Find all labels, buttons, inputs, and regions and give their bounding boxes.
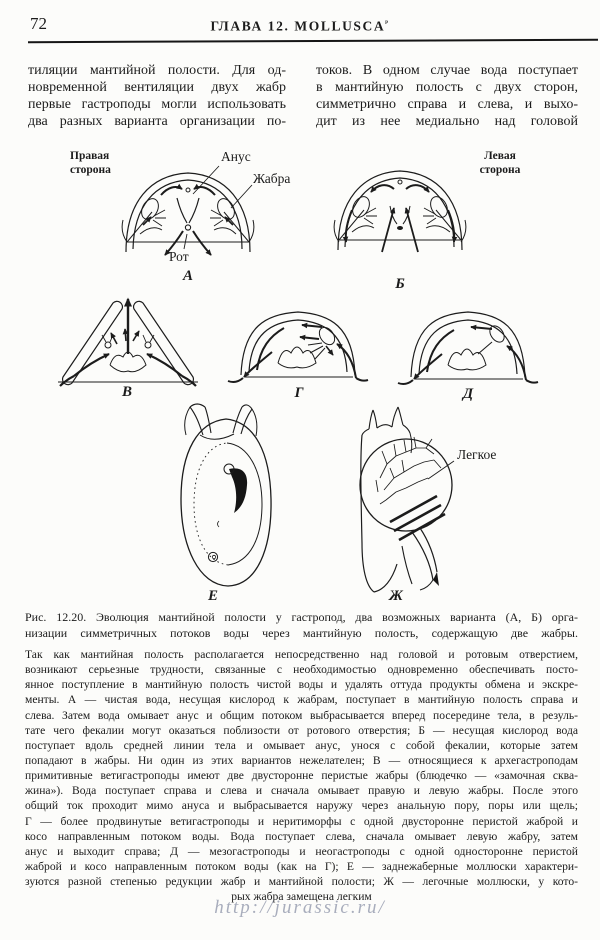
panel-letter-zh: Ж xyxy=(389,588,403,604)
body-line: общий ток проходит мимо ануса и выбрасыв… xyxy=(25,799,578,813)
diagram-g-single-gill-flow xyxy=(227,311,369,383)
body-line: анус и выходит справа; Д — мезогастропод… xyxy=(25,844,578,858)
label-mouth: Рот xyxy=(169,249,189,264)
label-left-side-line2: сторона xyxy=(479,163,521,176)
chapter-title-mark: ᵖ xyxy=(385,18,390,27)
label-lung: Легкое xyxy=(457,447,497,462)
chapter-header: ГЛАВА 12. MOLLUSCAᵖ xyxy=(0,18,600,35)
text-line: дит из нее медиально над головой xyxy=(316,114,578,129)
body-line: тате чего фекалии могут оказаться поблиз… xyxy=(25,723,578,737)
intro-right-column: токов. В одном случае вода поступает в м… xyxy=(316,62,578,130)
diagram-a-mantle-cavity xyxy=(121,165,255,256)
body-line: Так как мантийная полость располагается … xyxy=(25,648,578,661)
label-anus: Анус xyxy=(221,149,251,164)
text-line: тиляции мантийной полости. Для од- xyxy=(28,63,286,78)
text-line: новременной вентиляции двух жабр xyxy=(28,80,286,95)
label-left-side-line1: Левая xyxy=(484,150,516,162)
header-rule xyxy=(27,38,599,44)
diagram-v-tent-gills xyxy=(58,297,198,387)
figure-caption: Рис. 12.20. Эволюция мантийной полости у… xyxy=(25,610,578,641)
chapter-title: ГЛАВА 12. MOLLUSCA xyxy=(210,18,386,34)
panel-letter-a: А xyxy=(182,268,193,284)
text-line: первые гастроподы могли использовать xyxy=(28,97,286,112)
label-right-side-line2: сторона xyxy=(70,163,111,176)
panel-letter-e: Е xyxy=(207,588,218,604)
diagram-e-opisthobranch xyxy=(180,403,272,587)
body-line: жина»). Вода поступает справа и слева и … xyxy=(25,784,578,798)
diagram-b-mantle-cavity xyxy=(333,170,467,253)
panel-letter-b: Б xyxy=(395,276,405,292)
caption-line: низации симметричных потоков воды через … xyxy=(25,625,578,640)
figure-12-20-illustration xyxy=(58,165,539,593)
caption-line: Рис. 12.20. Эволюция мантийной полости у… xyxy=(25,610,578,624)
panel-letter-v: В xyxy=(121,384,132,400)
label-right-side-line1: Правая xyxy=(70,150,110,162)
body-line: менты. А — чистая вода, несущая кислород… xyxy=(25,693,578,707)
body-line: примитивные ветигастроподы имеют две дву… xyxy=(25,769,578,783)
body-line: Г — более продвинутые ветигастроподы и н… xyxy=(25,814,578,828)
panel-letter-d: Д xyxy=(462,386,474,402)
text-line: в мантийную полость с двух сторон, xyxy=(316,80,578,95)
text-line: два разных варианта организации по- xyxy=(28,114,286,129)
body-line: жаброй и косо направленным потоком воды … xyxy=(25,859,578,873)
watermark-url: http://jurassic.ru/ xyxy=(214,897,386,918)
label-right-side: Правая сторона xyxy=(70,150,111,177)
body-line: зуются разной степенью редукции жабр и м… xyxy=(25,875,578,889)
body-line-last: рых жабра замещена легким xyxy=(231,890,372,904)
page-number: 72 xyxy=(30,14,47,33)
diagram-d-single-gill-flow xyxy=(397,311,539,385)
figure-legend-text: Так как мантийная полость располагается … xyxy=(25,647,578,904)
body-line: слева. Затем вода омывает анус и общим п… xyxy=(25,708,578,722)
body-line: янное поступление в мантийную полость чи… xyxy=(25,678,578,692)
label-left-side: Левая сторона xyxy=(468,150,532,177)
text-line: токов. В одном случае вода поступает xyxy=(316,63,578,78)
body-line: попадают в жабры. Ни один из этих вариан… xyxy=(25,753,578,767)
diagram-zh-pulmonate xyxy=(359,406,455,593)
body-line: возникают серьезные трудности, связанные… xyxy=(25,663,578,677)
panel-letter-g: Г xyxy=(294,385,304,401)
text-line: симметрично справа и слева, и выхо- xyxy=(316,97,578,112)
body-line: косо направленным потоком воды. Вода пос… xyxy=(25,829,578,843)
body-line: поступает вдоль средней линии тела и омы… xyxy=(25,738,578,752)
lung-network xyxy=(375,436,442,505)
label-gill: Жабра xyxy=(253,171,291,186)
intro-left-column: тиляции мантийной полости. Для од- новре… xyxy=(28,62,286,130)
